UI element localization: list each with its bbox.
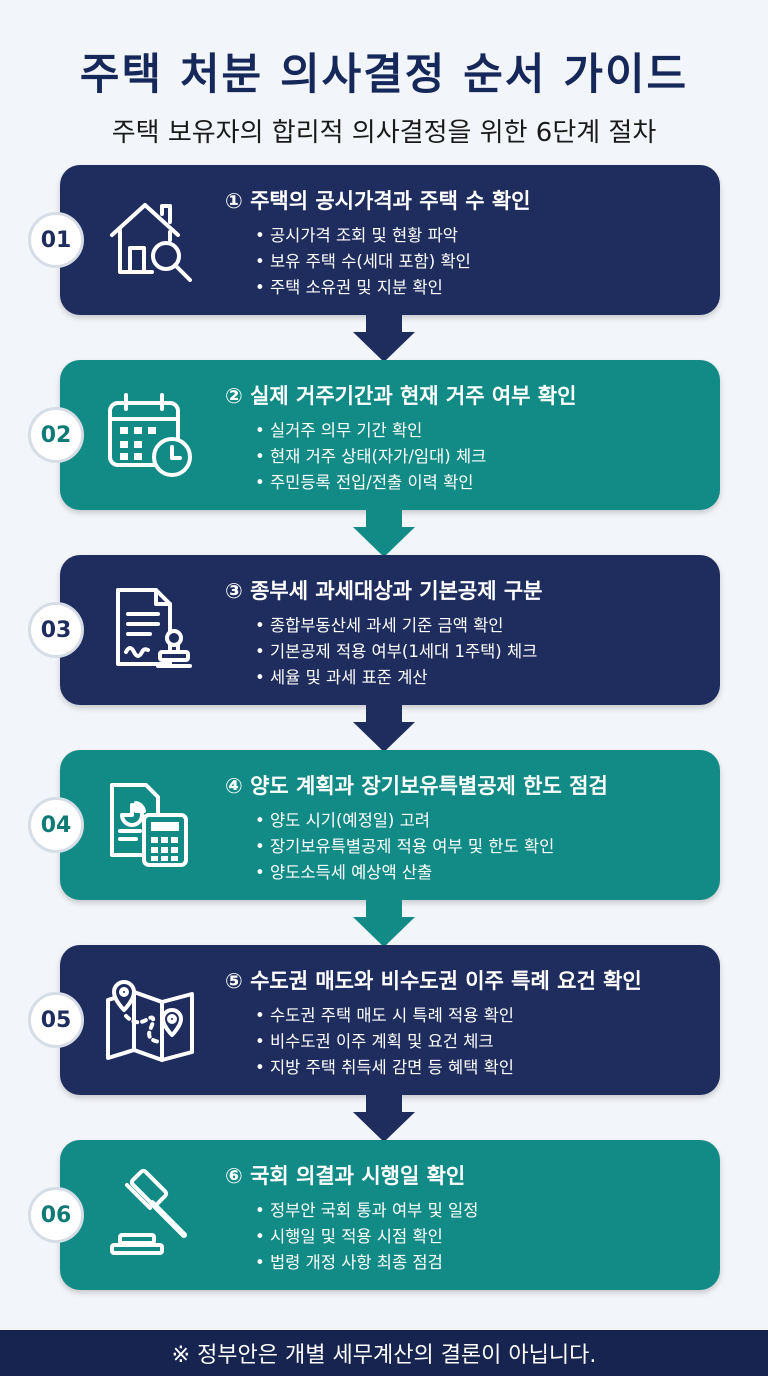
arrow-connector-stem	[366, 900, 402, 918]
arrow-down-icon	[353, 332, 415, 362]
arrow-down-icon	[353, 1112, 415, 1142]
arrow-connector-stem	[366, 705, 402, 723]
step-card-1: ① 주택의 공시가격과 주택 수 확인 공시가격 조회 및 현황 파악 보유 주…	[60, 165, 720, 315]
bullet-item: 주택 소유권 및 지분 확인	[255, 275, 471, 301]
bullet-item: 보유 주택 수(세대 포함) 확인	[255, 249, 471, 275]
arrow-connector-stem	[366, 510, 402, 528]
bullet-item: 세율 및 과세 표준 계산	[255, 665, 537, 691]
step-bullets: 종합부동산세 과세 기준 금액 확인 기본공제 적용 여부(1세대 1주택) 체…	[255, 613, 537, 691]
step-bullets: 정부안 국회 통과 여부 및 일정 시행일 및 적용 시점 확인 법령 개정 사…	[255, 1198, 478, 1276]
step-number-badge: 01	[28, 212, 84, 268]
bullet-item: 기본공제 적용 여부(1세대 1주택) 체크	[255, 639, 537, 665]
bullet-item: 종합부동산세 과세 기준 금액 확인	[255, 613, 537, 639]
step-title: ② 실제 거주기간과 현재 거주 여부 확인	[225, 384, 577, 408]
bullet-item: 공시가격 조회 및 현황 파악	[255, 223, 471, 249]
report-calculator-icon	[100, 775, 200, 875]
arrow-connector-stem	[366, 1095, 402, 1113]
step-number-badge: 05	[28, 992, 84, 1048]
bullet-item: 지방 주택 취득세 감면 등 혜택 확인	[255, 1055, 514, 1081]
step-bullets: 수도권 주택 매도 시 특례 적용 확인 비수도권 이주 계획 및 요건 체크 …	[255, 1003, 514, 1081]
step-card-4: ④ 양도 계획과 장기보유특별공제 한도 점검 양도 시기(예정일) 고려 장기…	[60, 750, 720, 900]
step-title: ③ 종부세 과세대상과 기본공제 구분	[225, 579, 543, 603]
bullet-item: 비수도권 이주 계획 및 요건 체크	[255, 1029, 514, 1055]
bullet-item: 양도 시기(예정일) 고려	[255, 808, 554, 834]
step-title: ⑥ 국회 의결과 시행일 확인	[225, 1164, 466, 1188]
document-stamp-icon	[100, 580, 200, 680]
bullet-item: 현재 거주 상태(자가/임대) 체크	[255, 444, 486, 470]
bullet-item: 양도소득세 예상액 산출	[255, 860, 554, 886]
step-card-2: ② 실제 거주기간과 현재 거주 여부 확인 실거주 의무 기간 확인 현재 거…	[60, 360, 720, 510]
footer-note: ※ 정부안은 개별 세무계산의 결론이 아닙니다.	[0, 1330, 768, 1376]
step-bullets: 실거주 의무 기간 확인 현재 거주 상태(자가/임대) 체크 주민등록 전입/…	[255, 418, 486, 496]
step-number-badge: 06	[28, 1187, 84, 1243]
bullet-item: 장기보유특별공제 적용 여부 및 한도 확인	[255, 834, 554, 860]
bullet-item: 실거주 의무 기간 확인	[255, 418, 486, 444]
arrow-down-icon	[353, 722, 415, 752]
gavel-icon	[100, 1165, 200, 1265]
arrow-connector-stem	[366, 315, 402, 333]
arrow-down-icon	[353, 917, 415, 947]
house-search-icon	[100, 190, 200, 290]
bullet-item: 시행일 및 적용 시점 확인	[255, 1224, 478, 1250]
bullet-item: 법령 개정 사항 최종 점검	[255, 1250, 478, 1276]
step-bullets: 공시가격 조회 및 현황 파악 보유 주택 수(세대 포함) 확인 주택 소유권…	[255, 223, 471, 301]
step-number-badge: 02	[28, 407, 84, 463]
step-number-badge: 04	[28, 797, 84, 853]
bullet-item: 수도권 주택 매도 시 특례 적용 확인	[255, 1003, 514, 1029]
arrow-down-icon	[353, 527, 415, 557]
map-route-icon	[100, 970, 200, 1070]
step-number-badge: 03	[28, 602, 84, 658]
page-title: 주택 처분 의사결정 순서 가이드	[79, 50, 689, 100]
step-title: ④ 양도 계획과 장기보유특별공제 한도 점검	[225, 774, 608, 798]
page-subtitle: 주택 보유자의 합리적 의사결정을 위한 6단계 절차	[111, 118, 657, 148]
step-card-5: ⑤ 수도권 매도와 비수도권 이주 특례 요건 확인 수도권 주택 매도 시 특…	[60, 945, 720, 1095]
step-title: ① 주택의 공시가격과 주택 수 확인	[225, 189, 531, 213]
bullet-item: 주민등록 전입/전출 이력 확인	[255, 470, 486, 496]
bullet-item: 정부안 국회 통과 여부 및 일정	[255, 1198, 478, 1224]
step-title: ⑤ 수도권 매도와 비수도권 이주 특례 요건 확인	[225, 969, 642, 993]
calendar-clock-icon	[100, 385, 200, 485]
step-bullets: 양도 시기(예정일) 고려 장기보유특별공제 적용 여부 및 한도 확인 양도소…	[255, 808, 554, 886]
step-card-6: ⑥ 국회 의결과 시행일 확인 정부안 국회 통과 여부 및 일정 시행일 및 …	[60, 1140, 720, 1290]
step-card-3: ③ 종부세 과세대상과 기본공제 구분 종합부동산세 과세 기준 금액 확인 기…	[60, 555, 720, 705]
